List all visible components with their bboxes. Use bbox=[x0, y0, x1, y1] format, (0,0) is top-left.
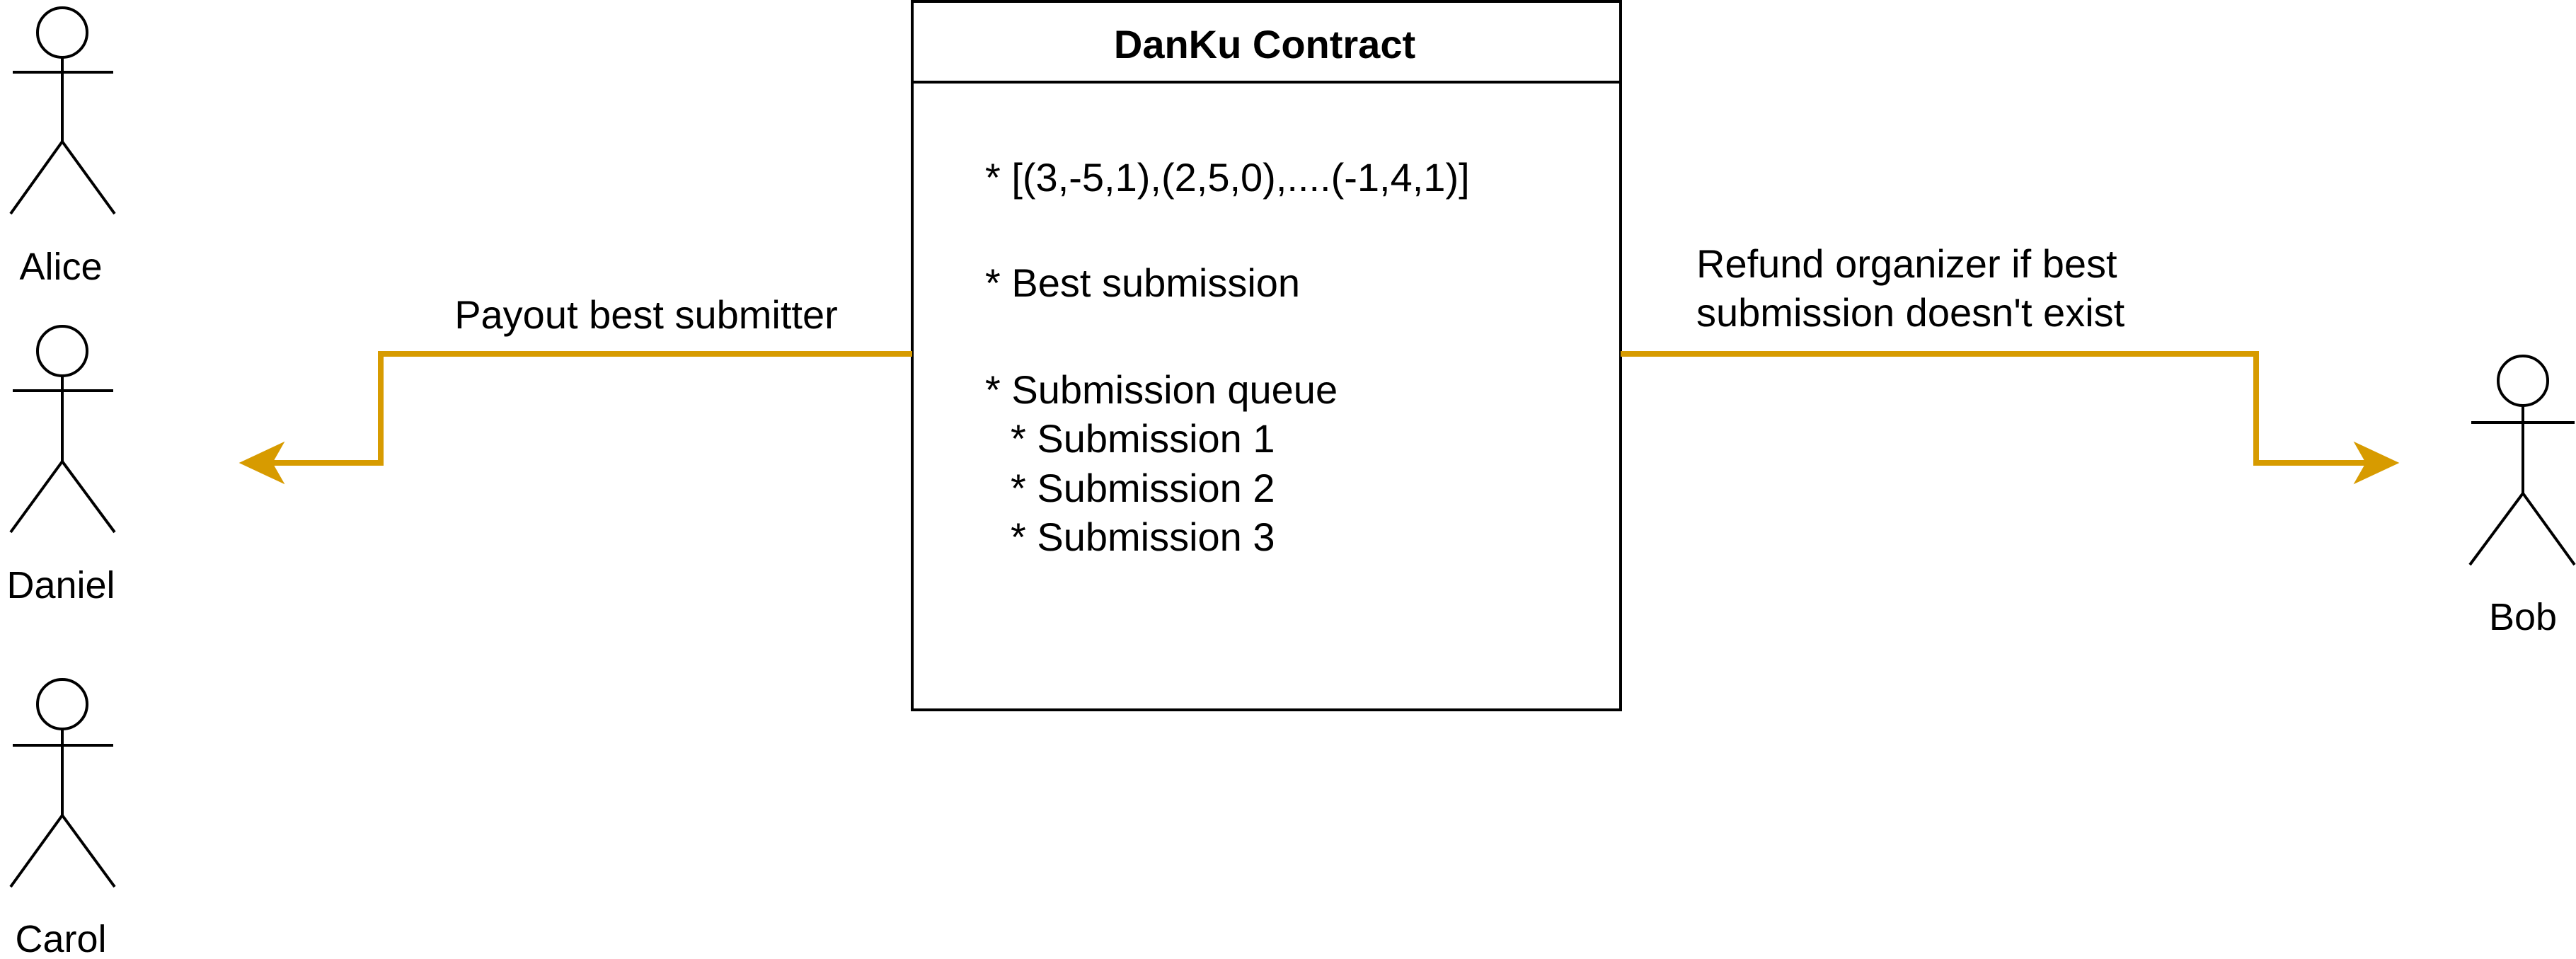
actor-bob: Bob bbox=[2468, 355, 2576, 638]
payout-label: Payout best submitter bbox=[454, 292, 838, 337]
contract-line-submission-3: * Submission 3 bbox=[1011, 515, 1275, 559]
refund-connector bbox=[1621, 351, 2371, 466]
actor-label-bob: Bob bbox=[2489, 596, 2557, 638]
actor-label-daniel: Daniel bbox=[6, 564, 115, 607]
stick-figure-icon bbox=[9, 6, 116, 215]
contract-line-submission-queue: * Submission queue bbox=[985, 367, 1338, 412]
actor-carol: Carol bbox=[9, 678, 116, 959]
contract-line-submission-1: * Submission 1 bbox=[1011, 416, 1275, 461]
contract-frame bbox=[911, 0, 1622, 711]
edge-payout: Payout best submitter bbox=[238, 292, 912, 485]
refund-label-line-1: Refund organizer if best bbox=[1696, 241, 2117, 286]
stick-figure-icon bbox=[2468, 355, 2576, 566]
arrow-right-icon bbox=[2353, 441, 2400, 485]
stick-figure-icon bbox=[9, 678, 116, 888]
arrow-left-icon bbox=[238, 441, 285, 485]
payout-connector bbox=[265, 351, 912, 466]
edge-refund: Refund organizer if best submission does… bbox=[1621, 241, 2400, 485]
contract-line-submission-2: * Submission 2 bbox=[1011, 466, 1275, 510]
contract-box: DanKu Contract * [(3,-5,1),(2,5,0),....(… bbox=[911, 0, 1622, 711]
actor-alice: Alice bbox=[9, 6, 116, 288]
contract-title: DanKu Contract bbox=[1114, 22, 1415, 67]
actor-daniel: Daniel bbox=[6, 325, 116, 607]
contract-line-weights: * [(3,-5,1),(2,5,0),....(-1,4,1)] bbox=[985, 155, 1470, 200]
contract-line-best-submission: * Best submission bbox=[985, 260, 1300, 305]
refund-label-line-2: submission doesn't exist bbox=[1696, 290, 2125, 335]
actor-label-alice: Alice bbox=[19, 246, 102, 288]
actor-label-carol: Carol bbox=[15, 918, 106, 959]
stick-figure-icon bbox=[9, 325, 116, 534]
